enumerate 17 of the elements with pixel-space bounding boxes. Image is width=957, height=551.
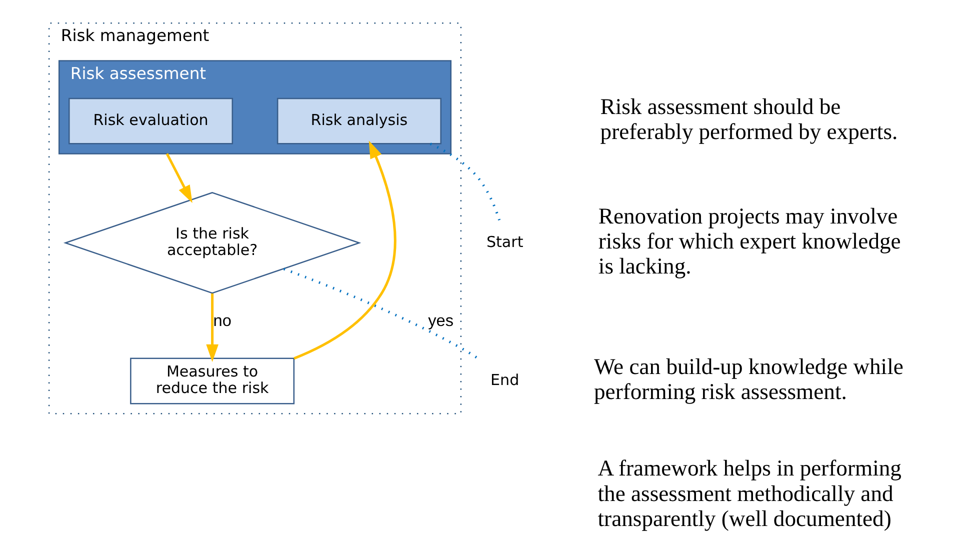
label: Renovation projects may involve risks for which expert knowledge is lacking. [598,203,901,278]
node-diamond: Is the risk acceptable? [63,192,362,294]
edge-label: yes [428,312,454,330]
node-box: Risk evaluation [68,98,234,144]
edge-label: no [213,312,232,330]
connector [283,268,478,360]
node-text: Start [486,232,524,251]
label: We can build-up knowledge while performing risk assessment. [594,354,904,404]
arrow [206,293,218,362]
label: Risk assessment should be preferably performed by experts. [600,94,898,144]
node-box: Risk analysis [276,98,442,144]
arrow [294,140,396,360]
connector [430,142,501,221]
node-text: End [490,370,520,389]
label: A framework helps in performing the assessment methodically and transparently (well documented) [598,456,902,531]
arrow [166,153,192,203]
node-box: Measures to reduce the risk [130,358,295,404]
